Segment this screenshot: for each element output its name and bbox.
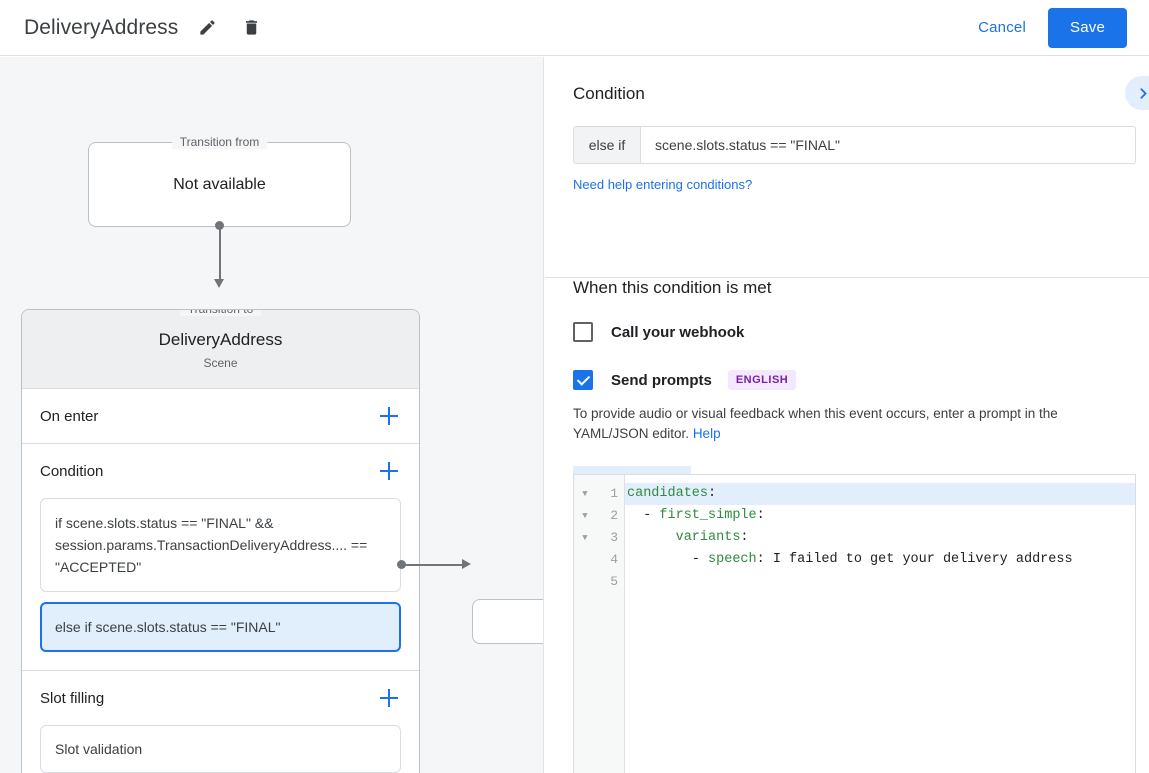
chevron-right-icon[interactable] — [1125, 76, 1149, 110]
scene-type: Scene — [203, 356, 238, 370]
code-line[interactable] — [625, 571, 1135, 593]
yaml-editor[interactable]: ▼ ▼ ▼ 1 2 3 4 5 candidates: - first_simp… — [573, 474, 1136, 773]
save-button[interactable]: Save — [1048, 7, 1127, 48]
pencil-icon[interactable] — [192, 13, 222, 43]
transition-to-legend: Transition to — [179, 310, 262, 316]
label-call-webhook: Call your webhook — [611, 323, 745, 341]
page-title: DeliveryAddress — [24, 15, 179, 39]
plus-icon-condition[interactable] — [377, 459, 401, 483]
send-prompts-checkbox-row[interactable]: Send prompts ENGLISH — [573, 370, 1121, 390]
code-colon: : — [740, 530, 749, 545]
scene-graph-pane[interactable]: Transition from Not available Transition… — [0, 57, 544, 773]
transition-from-legend: Transition from — [171, 135, 268, 149]
code-key: first_simple — [659, 508, 757, 523]
section-on-enter: On enter — [22, 389, 419, 444]
line-number: 1 — [610, 486, 618, 501]
condition-heading: Condition — [573, 84, 645, 103]
cancel-button[interactable]: Cancel — [964, 11, 1040, 44]
scene-header: DeliveryAddress Scene — [22, 310, 419, 389]
transition-from-value: Not available — [173, 175, 266, 193]
section-condition: Condition if scene.slots.status == "FINA… — [22, 444, 419, 671]
label-send-prompts: Send prompts — [611, 371, 712, 389]
code-key: candidates — [627, 486, 709, 501]
fold-toggle-icon[interactable]: ▼ — [582, 533, 588, 543]
checkbox-send-prompts[interactable] — [573, 370, 593, 390]
editor-fold-gutter[interactable]: ▼ ▼ ▼ — [574, 475, 596, 773]
slot-list-item[interactable]: Slot validation — [40, 725, 401, 773]
fold-toggle-icon[interactable]: ▼ — [582, 511, 588, 521]
next-node-partial[interactable] — [472, 599, 543, 644]
section-slot-filling: Slot filling Slot validation Transaction… — [22, 671, 419, 773]
line-number: 4 — [610, 552, 618, 567]
condition-help-link[interactable]: Need help entering conditions? — [573, 177, 753, 192]
connector-line-horizontal — [402, 564, 464, 566]
condition-prefix-label: else if — [574, 127, 641, 163]
condition-list-item[interactable]: if scene.slots.status == "FINAL" && sess… — [40, 498, 401, 592]
code-line[interactable]: - speech: I failed to get your delivery … — [625, 549, 1135, 571]
condition-list-item-selected[interactable]: else if scene.slots.status == "FINAL" — [40, 602, 401, 652]
code-colon: : — [756, 552, 773, 567]
connector-dot-condition — [397, 560, 406, 569]
code-indent — [627, 530, 676, 545]
connector-arrow-down — [214, 279, 224, 288]
section-title-slot-filling: Slot filling — [40, 689, 105, 707]
line-number: 5 — [610, 574, 618, 589]
fold-spacer — [574, 571, 596, 593]
code-colon: : — [708, 486, 717, 501]
connector-arrow-right — [462, 559, 471, 569]
prompts-helper-text: To provide audio or visual feedback when… — [573, 404, 1121, 444]
webhook-checkbox-row[interactable]: Call your webhook — [573, 322, 1121, 342]
condition-expression-input[interactable] — [641, 127, 1135, 163]
plus-icon-slot-filling[interactable] — [377, 686, 401, 710]
connector-line-vertical — [219, 225, 221, 281]
language-badge: ENGLISH — [727, 370, 797, 390]
line-number: 3 — [610, 530, 618, 545]
section-divider — [545, 277, 1149, 278]
code-value: I failed to get your delivery address — [772, 552, 1073, 567]
plus-icon-on-enter[interactable] — [377, 404, 401, 428]
section-title-condition: Condition — [40, 462, 104, 480]
code-line[interactable]: variants: — [625, 527, 1135, 549]
prompts-helper-sentence: To provide audio or visual feedback when… — [573, 406, 1058, 441]
prompts-help-link[interactable]: Help — [692, 426, 721, 441]
code-indent — [627, 508, 643, 523]
trash-icon[interactable] — [236, 13, 266, 43]
code-indent — [627, 552, 692, 567]
code-dash: - — [643, 508, 660, 523]
condition-input-row[interactable]: else if — [573, 126, 1136, 164]
editor-code-area[interactable]: candidates: - first_simple: variants: - … — [625, 475, 1135, 773]
code-dash: - — [691, 552, 709, 567]
top-app-bar: DeliveryAddress Cancel Save — [0, 0, 1149, 56]
fold-spacer — [574, 549, 596, 571]
checkbox-call-webhook[interactable] — [573, 322, 593, 342]
section-title-on-enter: On enter — [40, 407, 99, 425]
fold-toggle-icon[interactable]: ▼ — [582, 489, 588, 499]
code-line[interactable]: candidates: — [625, 483, 1135, 505]
when-condition-met-block: When this condition is met Call your web… — [545, 278, 1149, 504]
code-key: variants — [675, 530, 741, 545]
when-condition-met-heading: When this condition is met — [573, 278, 772, 297]
condition-block: Condition else if Need help entering con… — [545, 57, 1149, 194]
code-key: speech — [708, 552, 757, 567]
transition-to-node[interactable]: Transition to DeliveryAddress Scene On e… — [21, 309, 420, 773]
scene-name: DeliveryAddress — [158, 330, 283, 349]
code-line[interactable]: - first_simple: — [625, 505, 1135, 527]
transition-from-node[interactable]: Transition from Not available — [88, 135, 351, 227]
line-number: 2 — [610, 508, 618, 523]
code-colon: : — [756, 508, 765, 523]
editor-line-numbers: 1 2 3 4 5 — [596, 475, 625, 773]
